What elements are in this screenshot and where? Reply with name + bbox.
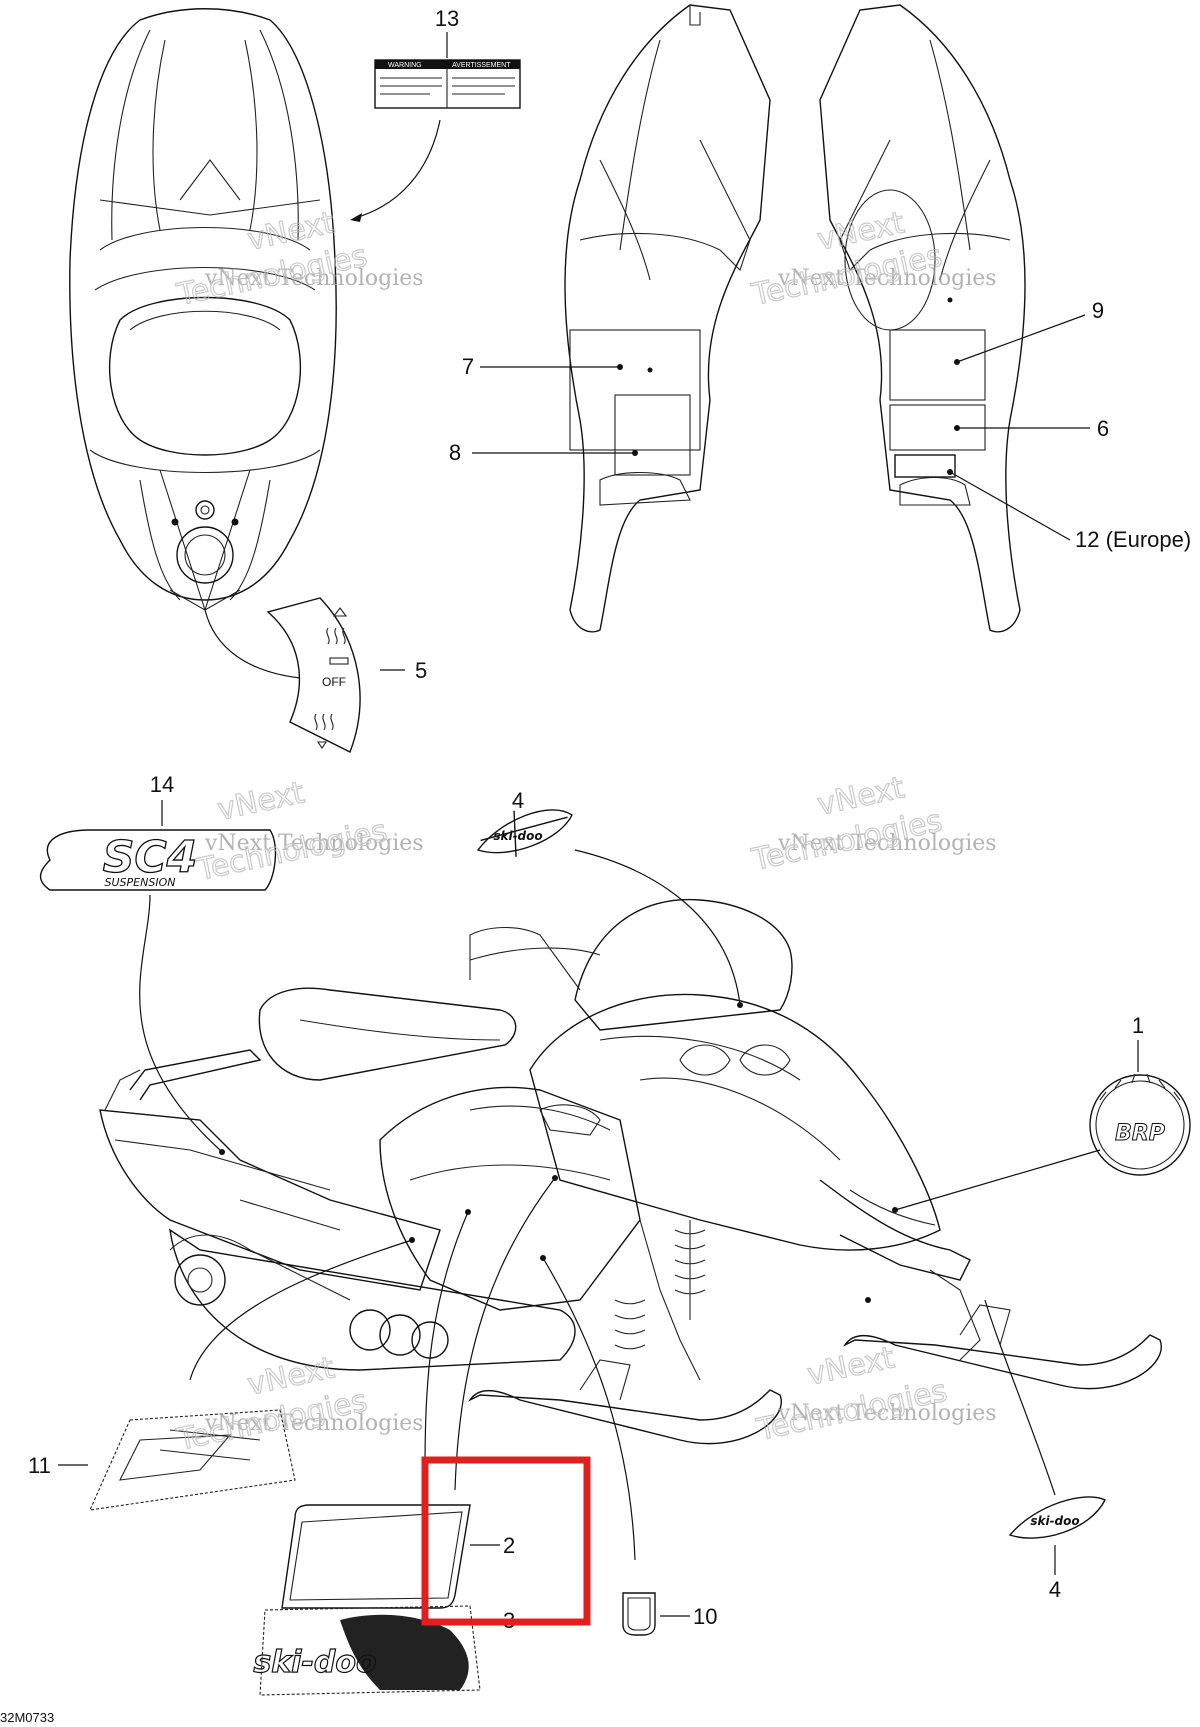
warning-label-left: WARNING (388, 62, 422, 69)
watermark-text: vNext Technologies (777, 1401, 997, 1426)
small-label-decal (622, 1592, 656, 1636)
callout-6: 6 (1097, 416, 1109, 441)
callout-8: 8 (449, 440, 461, 465)
skidoo-side-graphic-decal: ski-doo (253, 1605, 481, 1696)
callout-14: 14 (150, 772, 174, 797)
warning-label-decal: WARNING AVERTISSEMENT (374, 59, 521, 109)
callout-4-top: 4 (512, 788, 524, 813)
sc4-sub-text: SUSPENSION (105, 876, 176, 889)
callout-11: 11 (28, 1453, 51, 1478)
watermark-text: vNext Technologies (777, 831, 997, 856)
watermark-text: vNext Technologies (204, 831, 424, 856)
part-code: 32M0733 (0, 1710, 54, 1725)
watermark-outline-small: vNext (214, 775, 307, 828)
highlight-box (421, 1456, 591, 1626)
callout-7: 7 (462, 354, 474, 379)
heat-switch-decal: OFF (266, 597, 361, 753)
skidoo-x-decal-bottom: ski-doo (1008, 1496, 1106, 1539)
watermark-text: vNext Technologies (204, 266, 424, 291)
skidoo-x-decal-top: ski-doo (476, 809, 573, 857)
skidoo-text-bottom: ski-doo (1030, 1514, 1079, 1528)
brp-round-decal: BRP (1089, 1073, 1191, 1176)
callout-5: 5 (415, 658, 427, 683)
callout-9: 9 (1092, 298, 1104, 323)
sc4-text: SC4 (103, 832, 198, 883)
callout-2: 2 (503, 1533, 515, 1558)
tunnel-stripe-decal (89, 1409, 296, 1511)
side-panels-view (564, 4, 1026, 633)
reflector-decal (281, 1504, 471, 1609)
warning-label-right: AVERTISSEMENT (452, 62, 511, 69)
watermark-text: vNext Technologies (204, 1411, 424, 1436)
callout-13: 13 (435, 6, 459, 31)
callout-1: 1 (1132, 1013, 1144, 1038)
callout-4-bottom: 4 (1049, 1577, 1061, 1602)
skidoo-text-top: ski-doo (493, 829, 542, 843)
sc4-suspension-decal: SC4 SUSPENSION (39, 829, 277, 891)
watermark-outline: Technologies (753, 1374, 950, 1449)
callout-12: 12 (Europe) (1075, 527, 1191, 552)
brp-text: BRP (1115, 1121, 1165, 1146)
callout-10: 10 (693, 1604, 717, 1629)
switch-off-label: OFF (322, 675, 346, 689)
hood-top-view (69, 8, 337, 612)
snowmobile-view (99, 898, 1162, 1445)
skidoo-side-text: ski-doo (253, 1645, 376, 1680)
watermark-group: vNext Technologies Technologies vNext vN… (173, 205, 997, 1459)
watermark-outline-small: vNext (804, 1340, 897, 1393)
watermark-text: vNext Technologies (777, 266, 997, 291)
